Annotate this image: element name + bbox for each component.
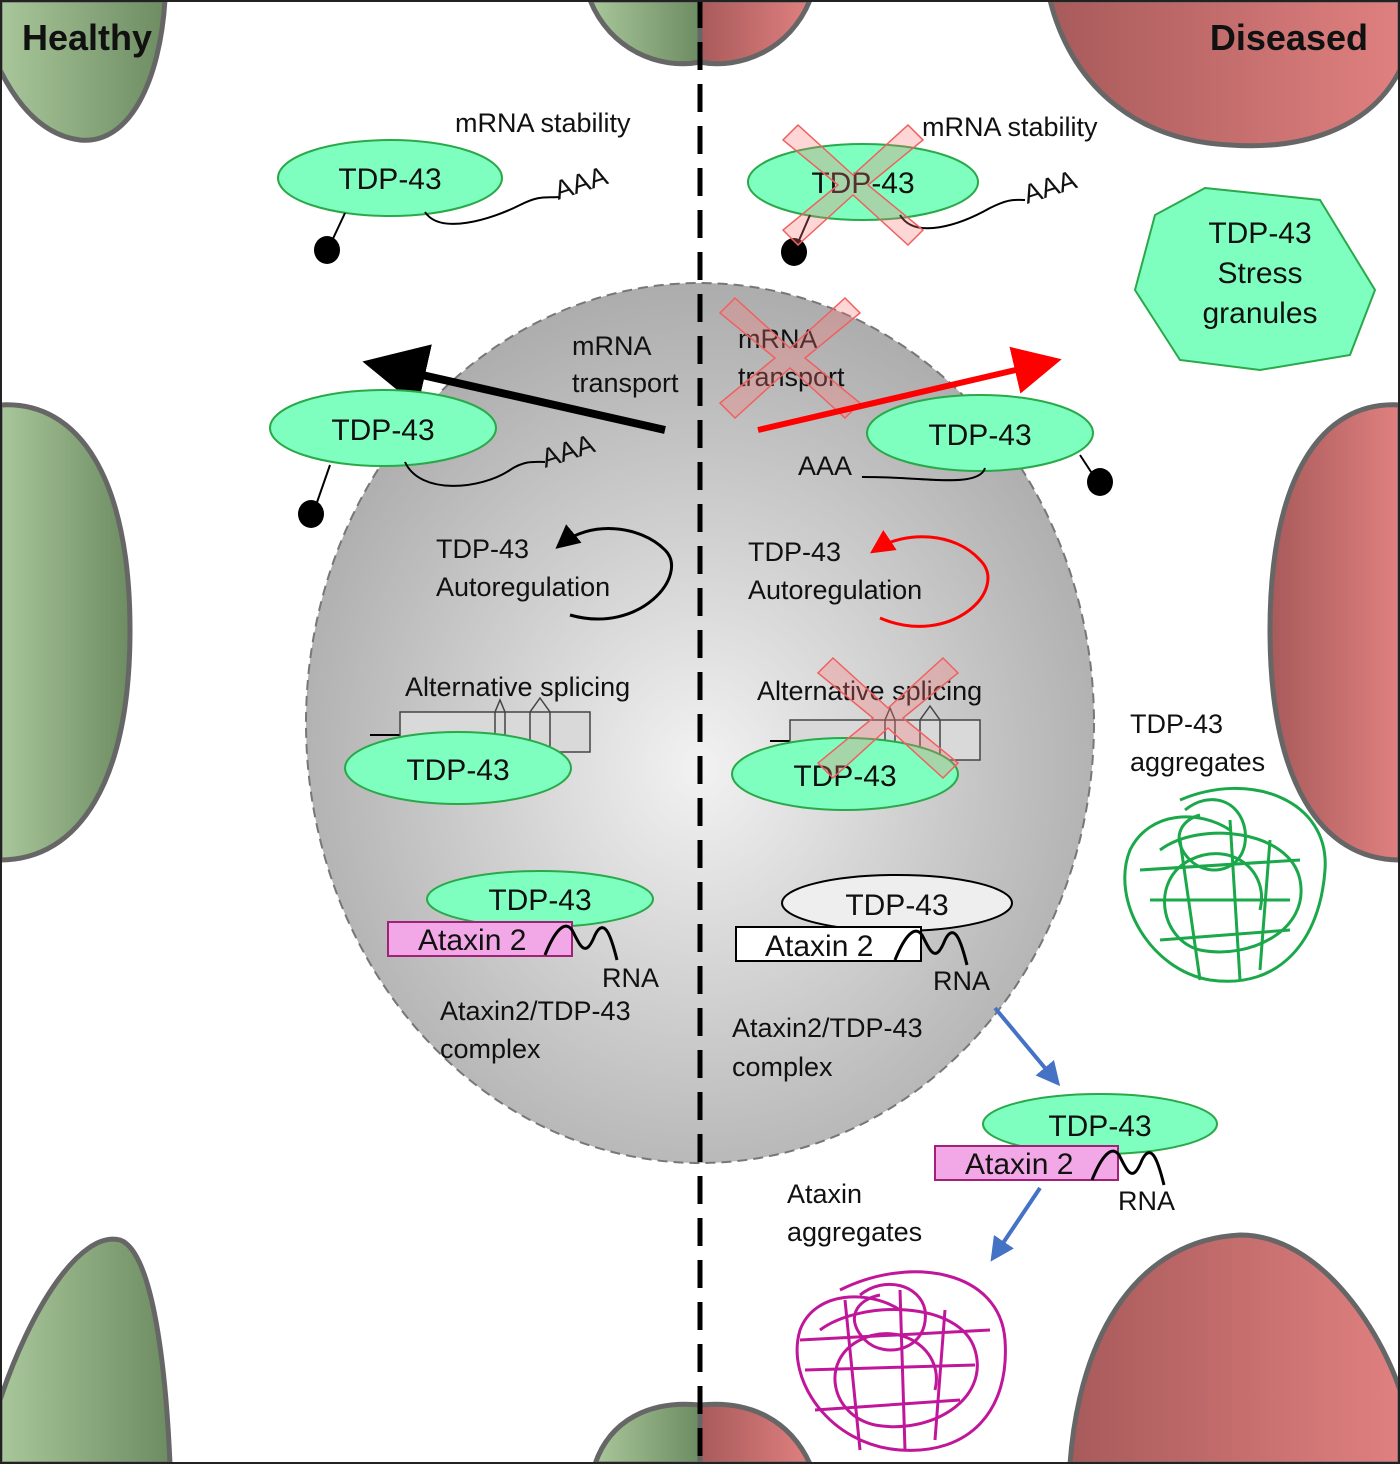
cap-icon xyxy=(298,500,324,528)
blue-arrow xyxy=(990,1186,1042,1262)
label: transport xyxy=(572,368,679,398)
diseased-alt-splicing: Alternative splicing TDP-43 xyxy=(731,657,982,811)
label: Ataxin2/TDP-43 xyxy=(440,996,631,1026)
cell-bottom-left xyxy=(0,1236,173,1464)
label: Autoregulation xyxy=(748,575,922,605)
cell-bottom-mid-red xyxy=(697,1401,813,1464)
healthy-autoregulation: TDP-43 Autoregulation xyxy=(436,524,673,621)
tdp43-label: TDP-43 xyxy=(845,889,948,922)
stress-granules: TDP-43 Stress granules xyxy=(1133,186,1377,372)
blue-arrow xyxy=(993,1006,1061,1087)
tdp43-aggregates: TDP-43 aggregates xyxy=(1123,709,1327,983)
tdp43-label: TDP-43 xyxy=(406,754,509,787)
label: TDP-43 xyxy=(436,534,529,564)
label: Stress xyxy=(1217,257,1302,290)
label: Autoregulation xyxy=(436,572,610,602)
label: TDP-43 xyxy=(1130,709,1223,739)
cell-right-mid xyxy=(1267,402,1400,863)
diseased-ataxin-complex-free: TDP-43 Ataxin 2 RNA xyxy=(934,1093,1218,1262)
label: mRNA stability xyxy=(922,112,1098,142)
label: aggregates xyxy=(1130,747,1265,777)
transport-arrow xyxy=(757,346,1062,433)
healthy-mrna-stability: mRNA stability TDP-43 AAA xyxy=(277,108,631,264)
cell-bottom-mid xyxy=(592,1401,703,1464)
rna-label: RNA xyxy=(1118,1186,1175,1216)
label: mRNA xyxy=(572,331,652,361)
tdp43-label: TDP-43 xyxy=(928,419,1031,452)
label: complex xyxy=(732,1052,833,1082)
label: Ataxin2/TDP-43 xyxy=(732,1013,923,1043)
diseased-mrna-transport: mRNA transport TDP-43 AAA xyxy=(719,297,1113,496)
label: mRNA stability xyxy=(455,108,631,138)
autoregulation-arrow xyxy=(555,524,673,621)
cap-icon xyxy=(1087,468,1113,496)
healthy-ataxin-complex: TDP-43 Ataxin 2 RNA Ataxin2/TDP-43 compl… xyxy=(387,870,659,1064)
tdp43-label: TDP-43 xyxy=(488,884,591,917)
green-aggregate-icon xyxy=(1123,786,1327,983)
tdp43-label: TDP-43 xyxy=(331,414,434,447)
label: complex xyxy=(440,1034,541,1064)
ataxin-label: Ataxin 2 xyxy=(965,1148,1073,1181)
rna-label: RNA xyxy=(933,966,990,996)
cell-top-mid-red xyxy=(697,0,813,67)
cell-bottom-right xyxy=(1067,1232,1400,1464)
cell-top-mid xyxy=(587,0,703,67)
label: Ataxin xyxy=(787,1179,862,1209)
label: Alternative splicing xyxy=(405,672,630,702)
diseased-autoregulation: TDP-43 Autoregulation xyxy=(748,530,990,628)
transport-arrow xyxy=(362,344,666,434)
polya-label: AAA xyxy=(551,160,612,205)
cell-top-right xyxy=(1047,0,1400,149)
rna-label: RNA xyxy=(602,963,659,993)
polya-label: AAA xyxy=(1020,164,1081,209)
magenta-aggregate-icon xyxy=(795,1270,1007,1452)
cap-icon xyxy=(314,236,340,264)
label: TDP-43 xyxy=(1208,217,1311,250)
label: TDP-43 xyxy=(748,537,841,567)
ataxin-label: Ataxin 2 xyxy=(418,924,526,957)
ataxin-aggregates: Ataxin aggregates xyxy=(787,1179,1007,1452)
healthy-mrna-transport: mRNA transport TDP-43 AAA xyxy=(269,331,679,528)
polya-label: AAA xyxy=(798,451,852,481)
diseased-title: Diseased xyxy=(1210,17,1368,58)
diseased-ataxin-complex: TDP-43 Ataxin 2 RNA Ataxin2/TDP-43 compl… xyxy=(732,874,1061,1087)
tdp43-label: TDP-43 xyxy=(1048,1110,1151,1143)
autoregulation-arrow xyxy=(870,530,990,628)
ataxin-label: Ataxin 2 xyxy=(765,930,873,963)
cell-left-mid xyxy=(0,402,133,863)
diseased-cells xyxy=(697,0,1400,1464)
healthy-cells xyxy=(0,0,703,1464)
healthy-title: Healthy xyxy=(22,17,152,58)
label: aggregates xyxy=(787,1217,922,1247)
label: granules xyxy=(1202,297,1317,330)
tdp43-label: TDP-43 xyxy=(338,163,441,196)
cell-top-left xyxy=(0,0,168,143)
diseased-mrna-stability: mRNA stability TDP-43 AAA xyxy=(747,112,1098,266)
healthy-alt-splicing: Alternative splicing TDP-43 xyxy=(344,672,630,805)
cap-icon xyxy=(781,238,807,266)
